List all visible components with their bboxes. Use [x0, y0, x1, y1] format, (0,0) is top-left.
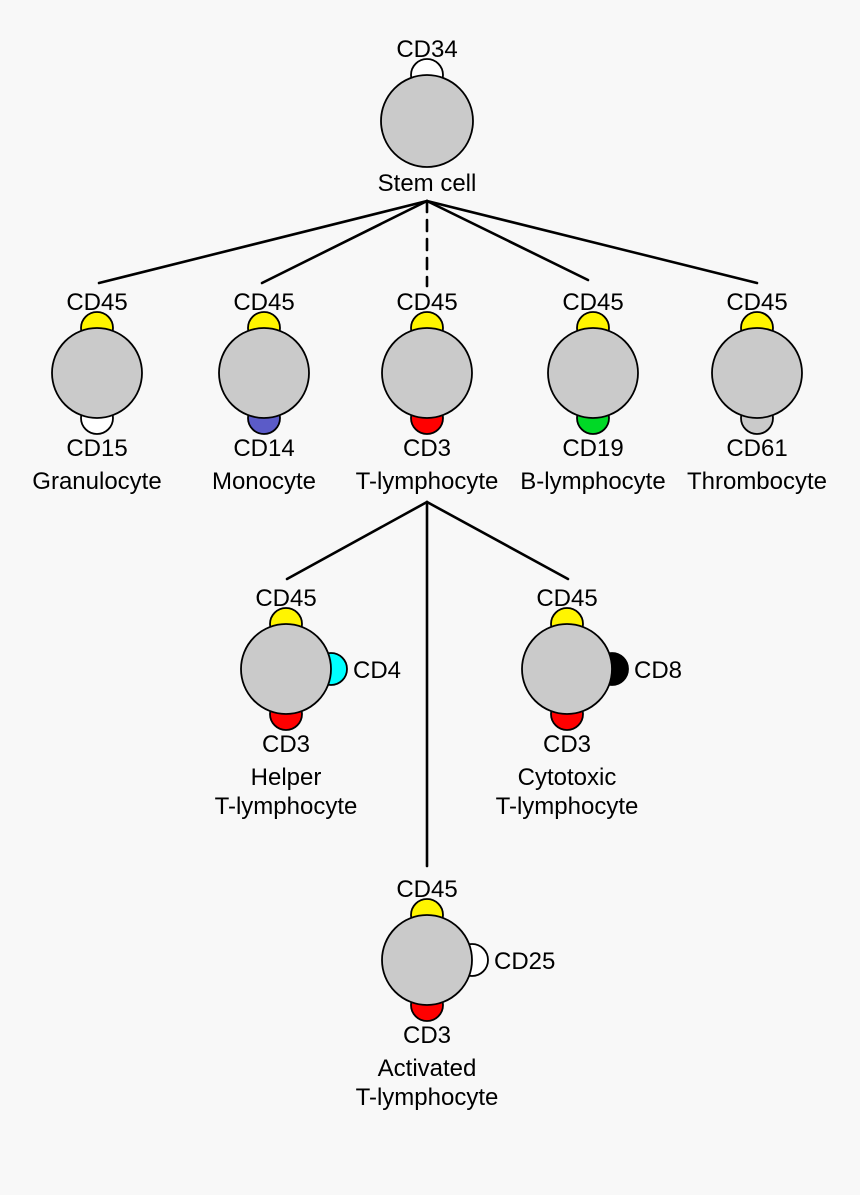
- marker-label-cd45: CD45: [396, 289, 457, 316]
- cell-body-granulocyte: [51, 327, 143, 419]
- cell-name-thrombocyte: Thrombocyte: [687, 468, 827, 495]
- marker-label-cd14: CD14: [233, 435, 294, 462]
- cell-name-activated-t-lymphocyte-line1: Activated: [378, 1055, 477, 1082]
- connector-line: [260, 199, 429, 285]
- cell-name-granulocyte: Granulocyte: [32, 468, 161, 495]
- cell-body-stem-cell: [380, 74, 474, 168]
- cell-body-b-lymphocyte: [547, 327, 639, 419]
- connector-line: [97, 199, 429, 285]
- connector-line: [285, 500, 429, 581]
- marker-label-cd45: CD45: [396, 876, 457, 903]
- cell-body-cytotoxic-t-lymphocyte: [521, 623, 613, 715]
- marker-label-cd25: CD25: [494, 948, 555, 975]
- cell-name-cytotoxic-t-lymphocyte-line1: Cytotoxic: [518, 764, 617, 791]
- marker-label-cd45: CD45: [726, 289, 787, 316]
- cell-body-activated-t-lymphocyte: [381, 914, 473, 1006]
- cell-name-t-lymphocyte: T-lymphocyte: [356, 468, 499, 495]
- cell-body-monocyte: [218, 327, 310, 419]
- marker-label-cd61: CD61: [726, 435, 787, 462]
- connector-line: [425, 199, 590, 282]
- marker-label-cd3: CD3: [262, 731, 310, 758]
- connector-line: [425, 199, 759, 285]
- marker-label-cd45: CD45: [66, 289, 127, 316]
- cell-name-b-lymphocyte: B-lymphocyte: [520, 468, 665, 495]
- cell-name-activated-t-lymphocyte-line2: T-lymphocyte: [356, 1084, 499, 1111]
- marker-label-cd4: CD4: [353, 657, 401, 684]
- marker-label-cd45: CD45: [562, 289, 623, 316]
- marker-label-cd3: CD3: [403, 435, 451, 462]
- marker-label-cd19: CD19: [562, 435, 623, 462]
- cell-body-t-lymphocyte: [381, 327, 473, 419]
- marker-label-cd3: CD3: [543, 731, 591, 758]
- cell-name-cytotoxic-t-lymphocyte-line2: T-lymphocyte: [496, 793, 639, 820]
- marker-label-cd45: CD45: [536, 585, 597, 612]
- cell-name-helper-t-lymphocyte-line2: T-lymphocyte: [215, 793, 358, 820]
- marker-label-cd45: CD45: [255, 585, 316, 612]
- marker-label-cd3: CD3: [403, 1022, 451, 1049]
- cell-body-helper-t-lymphocyte: [240, 623, 332, 715]
- cell-name-monocyte: Monocyte: [212, 468, 316, 495]
- connector-line: [425, 500, 570, 581]
- marker-label-cd45: CD45: [233, 289, 294, 316]
- cell-body-thrombocyte: [711, 327, 803, 419]
- marker-label-cd8: CD8: [634, 657, 682, 684]
- cell-name-helper-t-lymphocyte-line1: Helper: [251, 764, 322, 791]
- cell-name-stem-cell: Stem cell: [378, 170, 477, 197]
- marker-label-cd15: CD15: [66, 435, 127, 462]
- marker-label-cd34: CD34: [396, 36, 457, 63]
